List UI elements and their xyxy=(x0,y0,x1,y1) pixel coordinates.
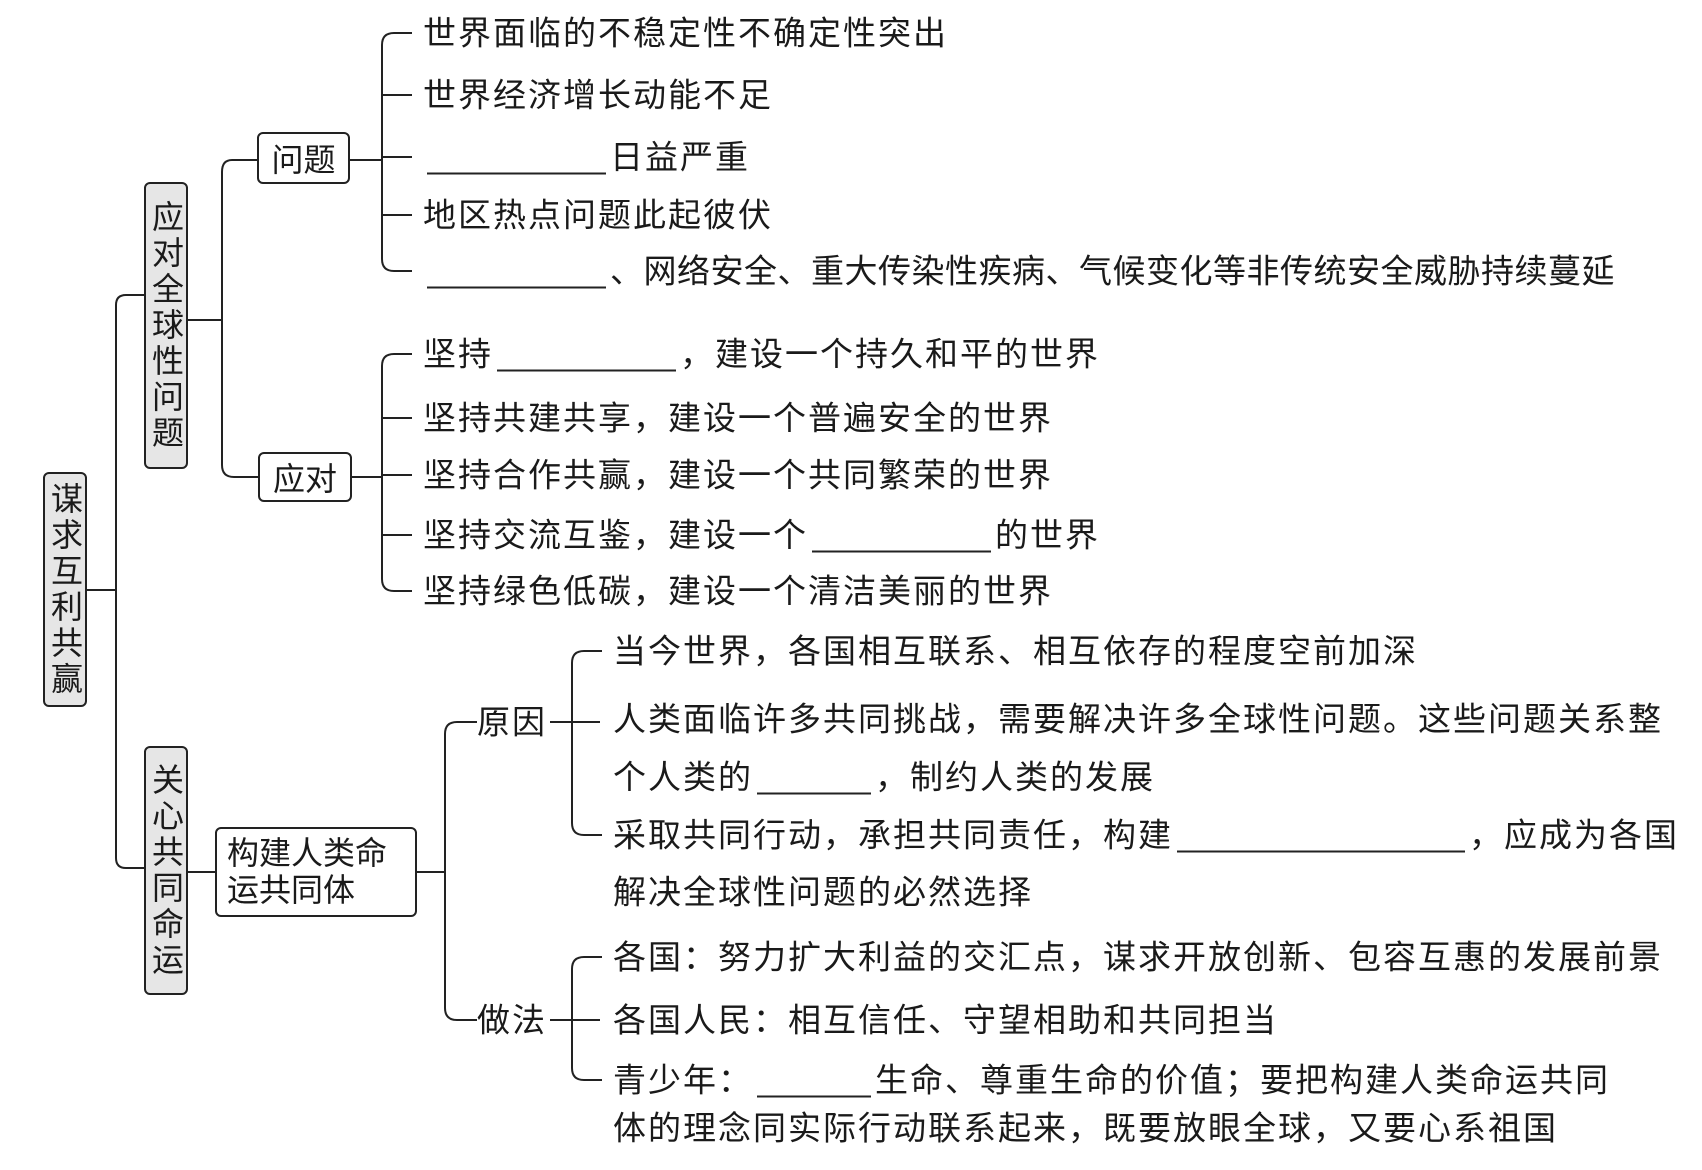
reasons-bracket xyxy=(571,650,602,836)
actions-bracket xyxy=(571,956,602,1081)
response-item: 坚持 ，建设一个持久和平的世界 xyxy=(423,337,1100,372)
response-text: 坚持交流互鉴，建设一个 xyxy=(423,515,808,555)
action-item-continued: 体的理念同实际行动联系起来，既要放眼全球，又要心系祖国 xyxy=(613,1108,1558,1148)
fill-blank[interactable] xyxy=(757,1063,871,1098)
fill-blank[interactable] xyxy=(427,140,606,175)
reason-item: 当今世界，各国相互联系、相互依存的程度空前加深 xyxy=(613,631,1418,671)
reason-text: ，制约人类的发展 xyxy=(875,757,1155,797)
fill-blank[interactable] xyxy=(427,254,606,289)
reason-item-continued: 解决全球性问题的必然选择 xyxy=(613,872,1033,912)
community-label-line2: 运共同体 xyxy=(227,871,356,909)
actions-node: 做法 xyxy=(477,1000,547,1040)
action-item: 各国：努力扩大利益的交汇点，谋求开放创新、包容互惠的发展前景 xyxy=(613,937,1663,977)
community-label-line1: 构建人类命 xyxy=(227,834,388,873)
fill-blank[interactable] xyxy=(497,337,676,372)
reason-text: 个人类的 xyxy=(613,757,753,797)
action-text: 生命、尊重生命的价值；要把构建人类命运共同 xyxy=(875,1060,1610,1100)
reason-text: 采取共同行动，承担共同责任，构建 xyxy=(613,815,1173,855)
community-node: 构建人类命 运共同体 xyxy=(215,827,417,917)
reasons-node: 原因 xyxy=(477,702,547,742)
problem-item: 世界面临的不稳定性不确定性突出 xyxy=(423,13,948,53)
response-text: ，建设一个持久和平的世界 xyxy=(680,334,1100,374)
responses-node: 应对 xyxy=(258,452,352,502)
responses-bracket xyxy=(381,353,412,592)
community-bracket xyxy=(444,721,477,1021)
reason-item: 人类面临许多共同挑战，需要解决许多全球性问题。这些问题关系整 xyxy=(613,699,1663,739)
fill-blank[interactable] xyxy=(812,518,991,553)
response-item: 坚持合作共赢，建设一个共同繁荣的世界 xyxy=(423,455,1053,495)
reason-text: ，应成为各国 xyxy=(1469,815,1679,855)
response-text: 坚持 xyxy=(423,334,493,374)
reason-item: 采取共同行动，承担共同责任，构建 ，应成为各国 xyxy=(613,818,1679,853)
fill-blank[interactable] xyxy=(1177,818,1465,853)
root-node: 谋求互利共赢 xyxy=(43,472,87,707)
problem-item: 、网络安全、重大传染性疾病、气候变化等非传统安全威胁持续蔓延 xyxy=(423,254,1615,289)
reason-item-continued: 个人类的 ，制约人类的发展 xyxy=(613,760,1155,795)
problem-item: 地区热点问题此起彼伏 xyxy=(423,195,773,235)
problem-item: 日益严重 xyxy=(423,140,750,175)
problems-bracket xyxy=(381,32,412,272)
problems-node: 问题 xyxy=(257,132,350,184)
global-bracket xyxy=(221,159,258,478)
action-item: 各国人民：相互信任、守望相助和共同担当 xyxy=(613,1000,1278,1040)
global-issues-node: 应对全球性问题 xyxy=(144,182,188,469)
response-item: 坚持交流互鉴，建设一个 的世界 xyxy=(423,518,1100,553)
problem-text: 日益严重 xyxy=(610,137,750,177)
problem-text: 、网络安全、重大传染性疾病、气候变化等非传统安全威胁持续蔓延 xyxy=(610,251,1615,291)
problem-item: 世界经济增长动能不足 xyxy=(423,75,773,115)
response-item: 坚持绿色低碳，建设一个清洁美丽的世界 xyxy=(423,571,1053,611)
common-destiny-node: 关心共同命运 xyxy=(144,746,188,995)
root-bracket xyxy=(115,294,144,869)
response-item: 坚持共建共享，建设一个普遍安全的世界 xyxy=(423,398,1053,438)
action-text: 青少年： xyxy=(613,1060,753,1100)
action-item: 青少年： 生命、尊重生命的价值；要把构建人类命运共同 xyxy=(613,1063,1610,1098)
fill-blank[interactable] xyxy=(757,760,871,795)
response-text: 的世界 xyxy=(995,515,1100,555)
